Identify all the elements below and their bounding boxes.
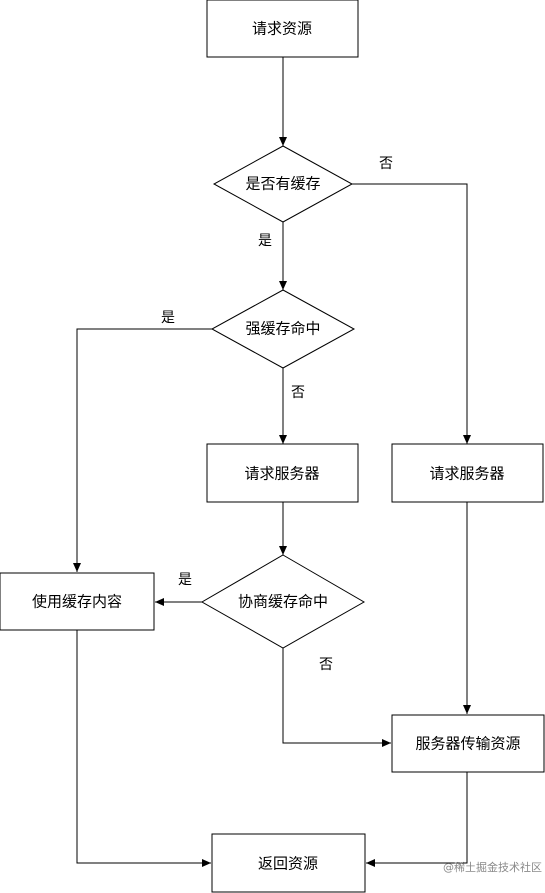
- edge-label-has-cache-no: 否: [379, 156, 393, 172]
- node-label: 强缓存命中: [245, 320, 320, 338]
- node-request-server-left: 请求服务器: [206, 443, 359, 503]
- watermark-text: @稀土掘金技术社区: [443, 860, 542, 874]
- edge-label-strong-yes: 是: [161, 310, 175, 326]
- node-label: 请求服务器: [429, 465, 504, 483]
- edge-label-negotiation-yes: 是: [178, 572, 192, 588]
- node-label: 使用缓存内容: [32, 593, 122, 611]
- node-label: 请求服务器: [244, 465, 319, 483]
- node-request-resource: 请求资源: [206, 0, 359, 58]
- node-label: 返回资源: [258, 855, 318, 873]
- edge-label-negotiation-no: 否: [319, 657, 333, 673]
- edge-negotiation-no: [282, 648, 391, 747]
- node-return-resource: 返回资源: [211, 833, 366, 893]
- edge-strong-yes: [73, 328, 212, 572]
- edge-usecache-to-return: [76, 630, 211, 867]
- node-label: 协商缓存命中: [238, 593, 328, 611]
- node-server-transfer-resource: 服务器传输资源: [391, 714, 545, 773]
- node-has-cache: 是否有缓存: [212, 145, 354, 223]
- node-request-server-right: 请求服务器: [391, 443, 544, 503]
- node-label: 请求资源: [252, 20, 312, 38]
- node-label: 是否有缓存: [245, 175, 320, 193]
- edge-label-strong-no: 否: [291, 385, 305, 401]
- node-negotiation-cache-hit: 协商缓存命中: [200, 554, 366, 649]
- edges: [73, 57, 471, 867]
- edge-transfer-to-return: [366, 772, 468, 867]
- edge-hascache-no: [352, 183, 471, 444]
- node-use-cache-content: 使用缓存内容: [0, 572, 155, 631]
- node-strong-cache-hit: 强缓存命中: [210, 289, 356, 369]
- edge-label-has-cache-yes: 是: [258, 233, 272, 249]
- node-label: 服务器传输资源: [415, 735, 520, 753]
